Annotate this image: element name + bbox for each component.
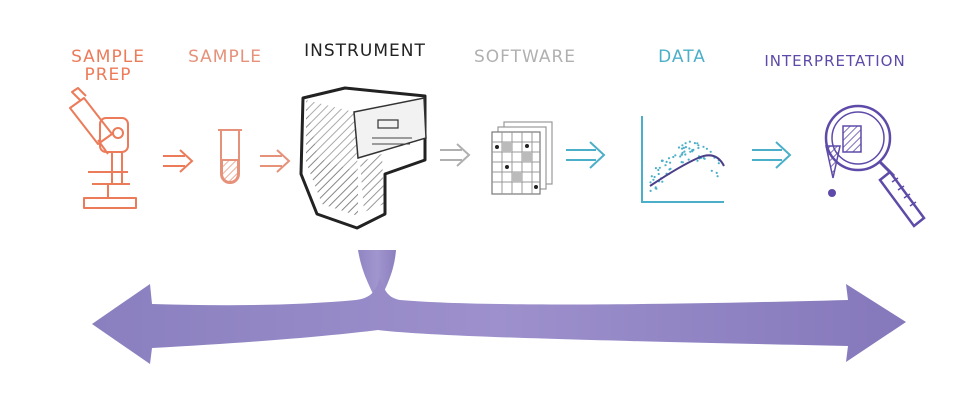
scatter-dot (689, 150, 692, 153)
scatter-dot (657, 168, 660, 172)
scope-bracket-arrow (92, 250, 906, 364)
scatter-dot (664, 164, 667, 167)
label-instrument: INSTRUMENT (304, 41, 426, 61)
scatter-dot (674, 154, 677, 157)
arrow-icon (163, 149, 194, 173)
arrow-icon (440, 143, 471, 167)
label-data: DATA (658, 47, 706, 67)
scatter-dot (717, 162, 720, 165)
scatter-dot (649, 181, 652, 184)
scatter-dot (697, 144, 700, 147)
scatter-dot (668, 168, 671, 171)
test-tube-icon (218, 129, 242, 184)
scatter-dot (688, 140, 692, 143)
scatter-dot (697, 146, 700, 150)
scatter-dot (715, 171, 718, 174)
scatter-dot (716, 175, 719, 178)
scatter-dot (681, 151, 684, 154)
scatter-plot-icon (641, 116, 725, 203)
scatter-dot (680, 153, 683, 156)
scatter-dot (672, 155, 675, 159)
scatter-dot (657, 172, 660, 176)
scatter-dot (658, 166, 661, 169)
scatter-dot (688, 147, 691, 150)
scatter-dot (696, 159, 699, 162)
scatter-dot (650, 175, 653, 178)
scatter-dot (661, 180, 664, 183)
microscope-icon (69, 87, 137, 209)
scatter-dot (684, 146, 688, 149)
scatter-dot (669, 161, 672, 164)
scatter-dot (691, 150, 694, 153)
scatter-dot (652, 178, 655, 181)
software-grid-icon (491, 121, 553, 195)
arrow-icon (752, 141, 792, 169)
scatter-dot (684, 153, 687, 156)
label-sample: SAMPLE (188, 47, 262, 67)
scatter-dot (665, 160, 668, 163)
arrow-icon (566, 141, 606, 169)
scatter-dot (687, 158, 690, 161)
scatter-dot (649, 189, 652, 192)
scatter-dot (681, 144, 684, 147)
scatter-dot (684, 142, 687, 145)
scatter-dot (683, 150, 686, 153)
scatter-dot (705, 147, 709, 150)
scatter-dot (682, 146, 686, 149)
scatter-dot (696, 142, 699, 145)
scatter-dot (679, 155, 682, 158)
scatter-dot (667, 157, 671, 160)
magnifier-icon (824, 104, 926, 228)
scatter-dot (709, 150, 712, 153)
scatter-dot (654, 167, 658, 170)
label-software: SOFTWARE (473, 47, 577, 67)
scatter-dot (702, 157, 705, 160)
arrow-icon (260, 149, 291, 173)
scatter-dot (677, 146, 681, 149)
label-sample-prep: SAMPLE PREP (71, 47, 145, 85)
scatter-dot (655, 187, 658, 190)
scatter-dot (660, 159, 664, 162)
label-interpretation: INTERPRETATION (764, 52, 906, 70)
scatter-dot (693, 142, 697, 145)
instrument-box-icon (299, 86, 427, 230)
scatter-dot (710, 169, 713, 172)
scatter-dot (702, 145, 705, 148)
scatter-dot (681, 147, 684, 150)
scatter-dot (681, 161, 685, 164)
scatter-dot (653, 175, 656, 179)
